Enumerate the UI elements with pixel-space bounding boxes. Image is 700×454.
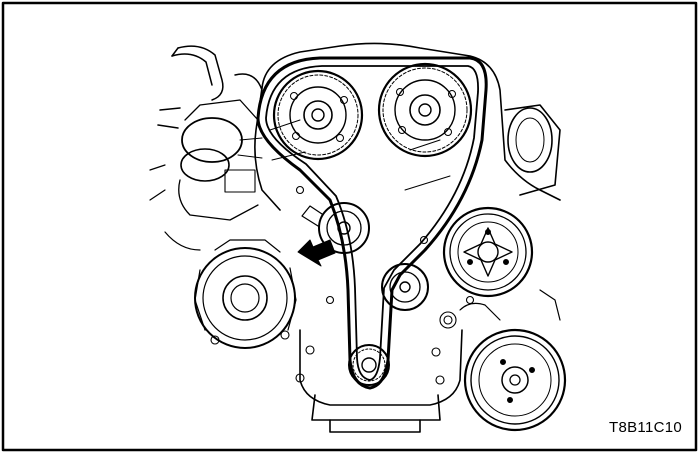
thermostat-housing xyxy=(149,99,263,221)
idler-pulley xyxy=(381,263,429,311)
figure-code-label: T8B11C10 xyxy=(609,419,682,436)
timing-belt xyxy=(256,56,488,390)
mounting-bolts xyxy=(295,185,475,385)
engine-block-outline xyxy=(254,42,561,433)
indicator-arrow xyxy=(297,239,336,267)
coolant-hoses xyxy=(157,45,263,251)
water-pump-pulley xyxy=(442,206,534,298)
crankshaft-pulley xyxy=(463,328,567,432)
exhaust-camshaft-sprocket xyxy=(377,62,473,158)
belt-tensioner-pulley xyxy=(301,202,370,254)
engine-mount-bracket xyxy=(459,104,561,321)
crankshaft-sprocket xyxy=(348,344,390,386)
intake-camshaft-sprocket xyxy=(272,69,364,161)
alternator xyxy=(194,239,297,349)
